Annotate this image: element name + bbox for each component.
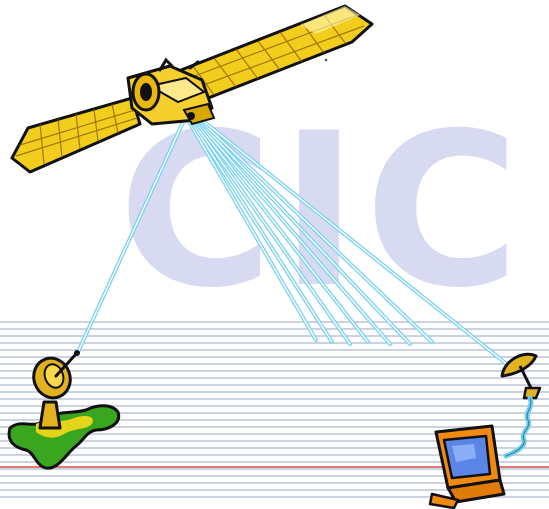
land-blob [9, 406, 119, 468]
speck [325, 59, 328, 62]
cic-watermark: CIC [118, 87, 526, 334]
ground-dish-icon [9, 350, 119, 468]
